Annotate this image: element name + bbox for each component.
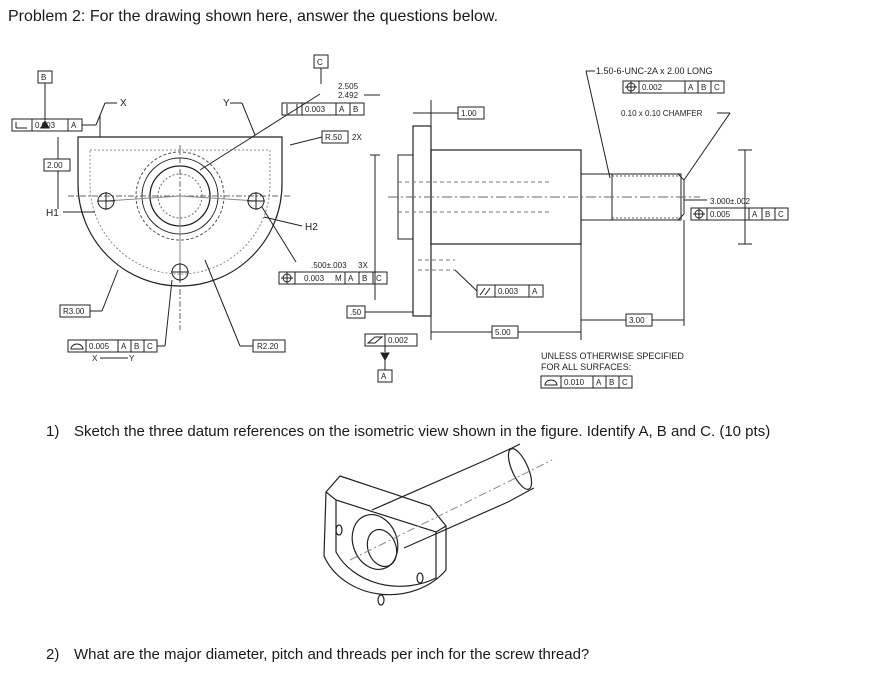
- profile-value: 0.005: [89, 342, 110, 351]
- dim-3-label: 3.00: [629, 316, 645, 325]
- between-from: X: [92, 354, 98, 363]
- question-2-number: 2): [46, 646, 60, 663]
- datum-c-label: C: [317, 58, 323, 67]
- question-1: 1) Sketch the three datum references on t…: [46, 423, 770, 440]
- dim-1-label: 1.00: [461, 109, 477, 118]
- problem-title: Problem 2: For the drawing shown here, a…: [8, 8, 499, 25]
- front-view: [11, 54, 388, 359]
- y-label: Y: [223, 98, 230, 109]
- radius-small: R.50: [325, 133, 342, 142]
- shaft-datum-b: B: [765, 210, 770, 219]
- height-dim: 2.00: [47, 161, 63, 170]
- side-view: [346, 70, 789, 389]
- radius-large: R3.00: [63, 307, 85, 316]
- bore-lower: 2.492: [338, 91, 359, 100]
- hole-position-datum-b: B: [362, 274, 367, 283]
- shaft-diameter: 3.000±.002: [710, 197, 751, 206]
- thread-datum-a: A: [688, 83, 694, 92]
- isometric-view: [323, 443, 553, 606]
- thread-datum-b: B: [701, 83, 706, 92]
- profile-datum-a: A: [121, 342, 127, 351]
- profile-datum-b: B: [134, 342, 139, 351]
- note-line-2: FOR ALL SURFACES:: [541, 362, 631, 372]
- profile-datum-c: C: [147, 342, 153, 351]
- between-to: Y: [129, 354, 135, 363]
- hole-position-datum-c: C: [376, 274, 382, 283]
- hole-position-modifier: M: [335, 274, 342, 283]
- shaft-datum-c: C: [778, 210, 784, 219]
- bore-perp-datum-b: B: [353, 105, 358, 114]
- radius-small-count: 2X: [352, 133, 362, 142]
- datum-a-label: A: [381, 372, 387, 381]
- hole-position-value: 0.003: [304, 274, 325, 283]
- general-datum-b: B: [609, 378, 614, 387]
- question-2-text: What are the major diameter, pitch and t…: [74, 646, 590, 663]
- bore-perp-value: 0.003: [305, 105, 326, 114]
- thread-datum-c: C: [714, 83, 720, 92]
- flatness-value: 0.003: [35, 121, 56, 130]
- bore-perp-datum-a: A: [339, 105, 345, 114]
- parallel-value: 0.003: [498, 287, 519, 296]
- shaft-datum-a: A: [752, 210, 758, 219]
- thread-spec: 1.50-6-UNC-2A x 2.00 LONG: [596, 66, 713, 76]
- bore-upper: 2.505: [338, 82, 359, 91]
- chamfer-label: 0.10 x 0.10 CHAMFER: [621, 109, 703, 118]
- h2-label: H2: [305, 222, 318, 233]
- x-label: X: [120, 98, 127, 109]
- parallel-datum: A: [532, 287, 538, 296]
- question-1-text: Sketch the three datum references on the…: [74, 423, 771, 440]
- hole-count: 3X: [358, 261, 368, 270]
- note-line-1: UNLESS OTHERWISE SPECIFIED: [541, 351, 684, 361]
- hole-position-datum-a: A: [348, 274, 354, 283]
- flange-thickness: .50: [350, 308, 362, 317]
- hole-diameter: .500±.003: [311, 261, 347, 270]
- radius-outer: R2.20: [257, 342, 279, 351]
- general-datum-c: C: [622, 378, 628, 387]
- shaft-position-value: 0.005: [710, 210, 731, 219]
- general-profile-value: 0.010: [564, 378, 585, 387]
- dim-5-label: 5.00: [495, 328, 511, 337]
- general-datum-a: A: [596, 378, 602, 387]
- question-1-number: 1): [46, 423, 60, 440]
- thread-position-value: 0.002: [642, 83, 663, 92]
- flange-flatness: 0.002: [388, 336, 409, 345]
- question-2: 2) What are the major diameter, pitch and…: [46, 646, 589, 663]
- datum-b-label: B: [41, 73, 46, 82]
- h1-label: H1: [46, 208, 59, 219]
- flatness-datum: A: [71, 121, 77, 130]
